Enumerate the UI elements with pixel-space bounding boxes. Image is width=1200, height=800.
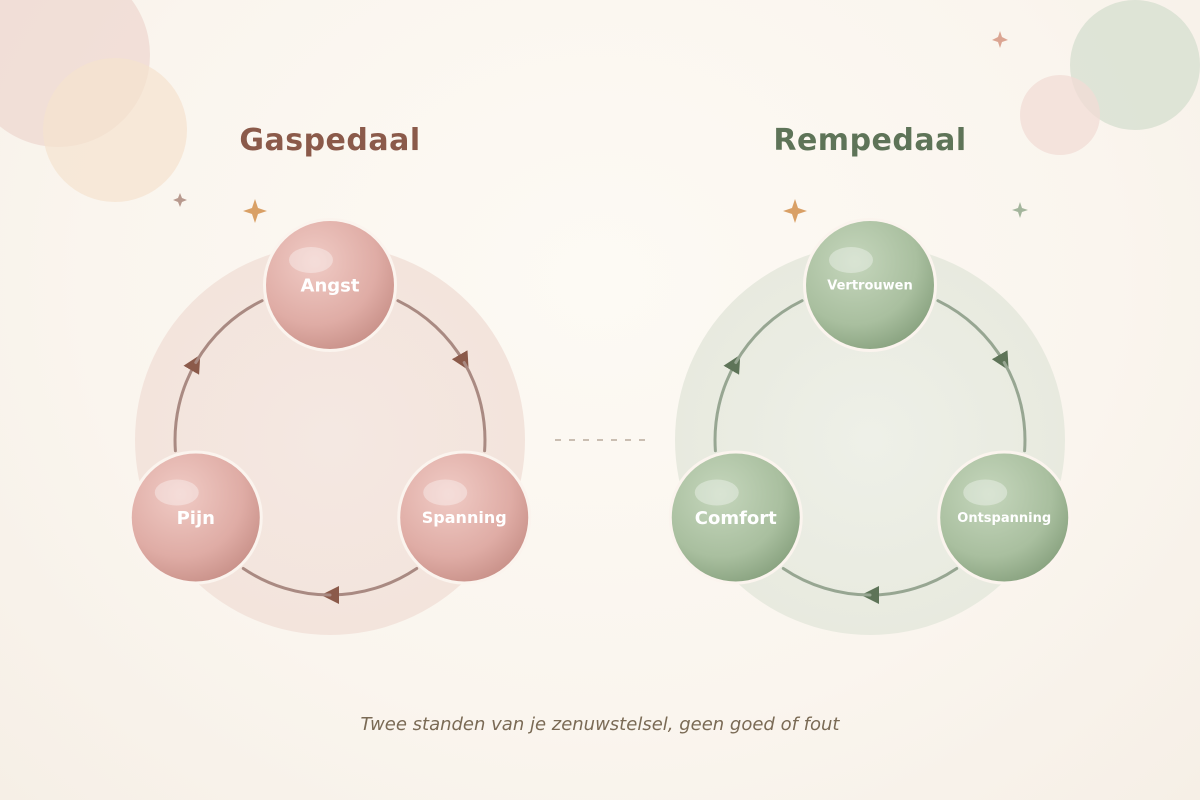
node-label: Comfort — [695, 508, 777, 529]
node-highlight — [829, 247, 873, 273]
node-ball — [806, 221, 934, 349]
node-highlight — [423, 479, 468, 506]
node-label: Spanning — [422, 508, 507, 527]
cycle-arc — [241, 567, 332, 597]
sparkle-icon — [1012, 202, 1028, 218]
sparkles — [173, 31, 1028, 223]
cycle-arrow — [713, 354, 741, 453]
sparkle-icon — [783, 199, 807, 223]
node-label: Vertrouwen — [827, 279, 912, 294]
cycle-node: Ontspanning — [937, 450, 1072, 585]
sparkle-icon — [173, 193, 187, 207]
deco-circle-rose-small — [1020, 75, 1100, 155]
node-ball — [940, 453, 1069, 582]
node-label: Angst — [301, 275, 360, 296]
node-ball — [400, 453, 529, 582]
node-ball — [266, 221, 394, 349]
cycle-node: Angst — [263, 218, 397, 352]
node-highlight — [694, 479, 739, 506]
cycle-arc — [734, 299, 804, 364]
cycle-arc — [462, 361, 487, 453]
cycle-arc — [781, 567, 872, 597]
node-ball — [671, 453, 800, 582]
cycle-title: Gaspedaal — [239, 123, 420, 158]
cycle-arrow — [936, 299, 1009, 371]
cycle-arc — [1002, 361, 1027, 453]
cycle-arrow — [173, 354, 201, 453]
deco-circle-sage — [1070, 0, 1200, 130]
cycle-title: Rempedaal — [773, 123, 966, 158]
cycle-node: Spanning — [397, 450, 532, 585]
cycle-arrow — [321, 567, 419, 604]
sparkle-icon — [992, 31, 1008, 48]
node-ball — [131, 453, 260, 582]
cycle-node: Comfort — [668, 450, 803, 585]
node-label: Ontspanning — [957, 511, 1051, 526]
cycle-arrow — [396, 299, 469, 371]
caption: Twee standen van je zenuwstelsel, geen g… — [361, 714, 841, 735]
sparkle-icon — [243, 199, 267, 223]
node-highlight — [963, 479, 1008, 506]
background-decorations — [0, 0, 1200, 202]
cycle-arrow — [861, 567, 959, 604]
node-highlight — [154, 479, 199, 506]
cycle-arc — [194, 299, 264, 364]
node-highlight — [289, 247, 333, 273]
node-label: Pijn — [177, 508, 215, 529]
cycle-node: Pijn — [128, 450, 263, 585]
deco-circle-peach — [43, 58, 187, 202]
cycle-node: Vertrouwen — [803, 218, 937, 352]
